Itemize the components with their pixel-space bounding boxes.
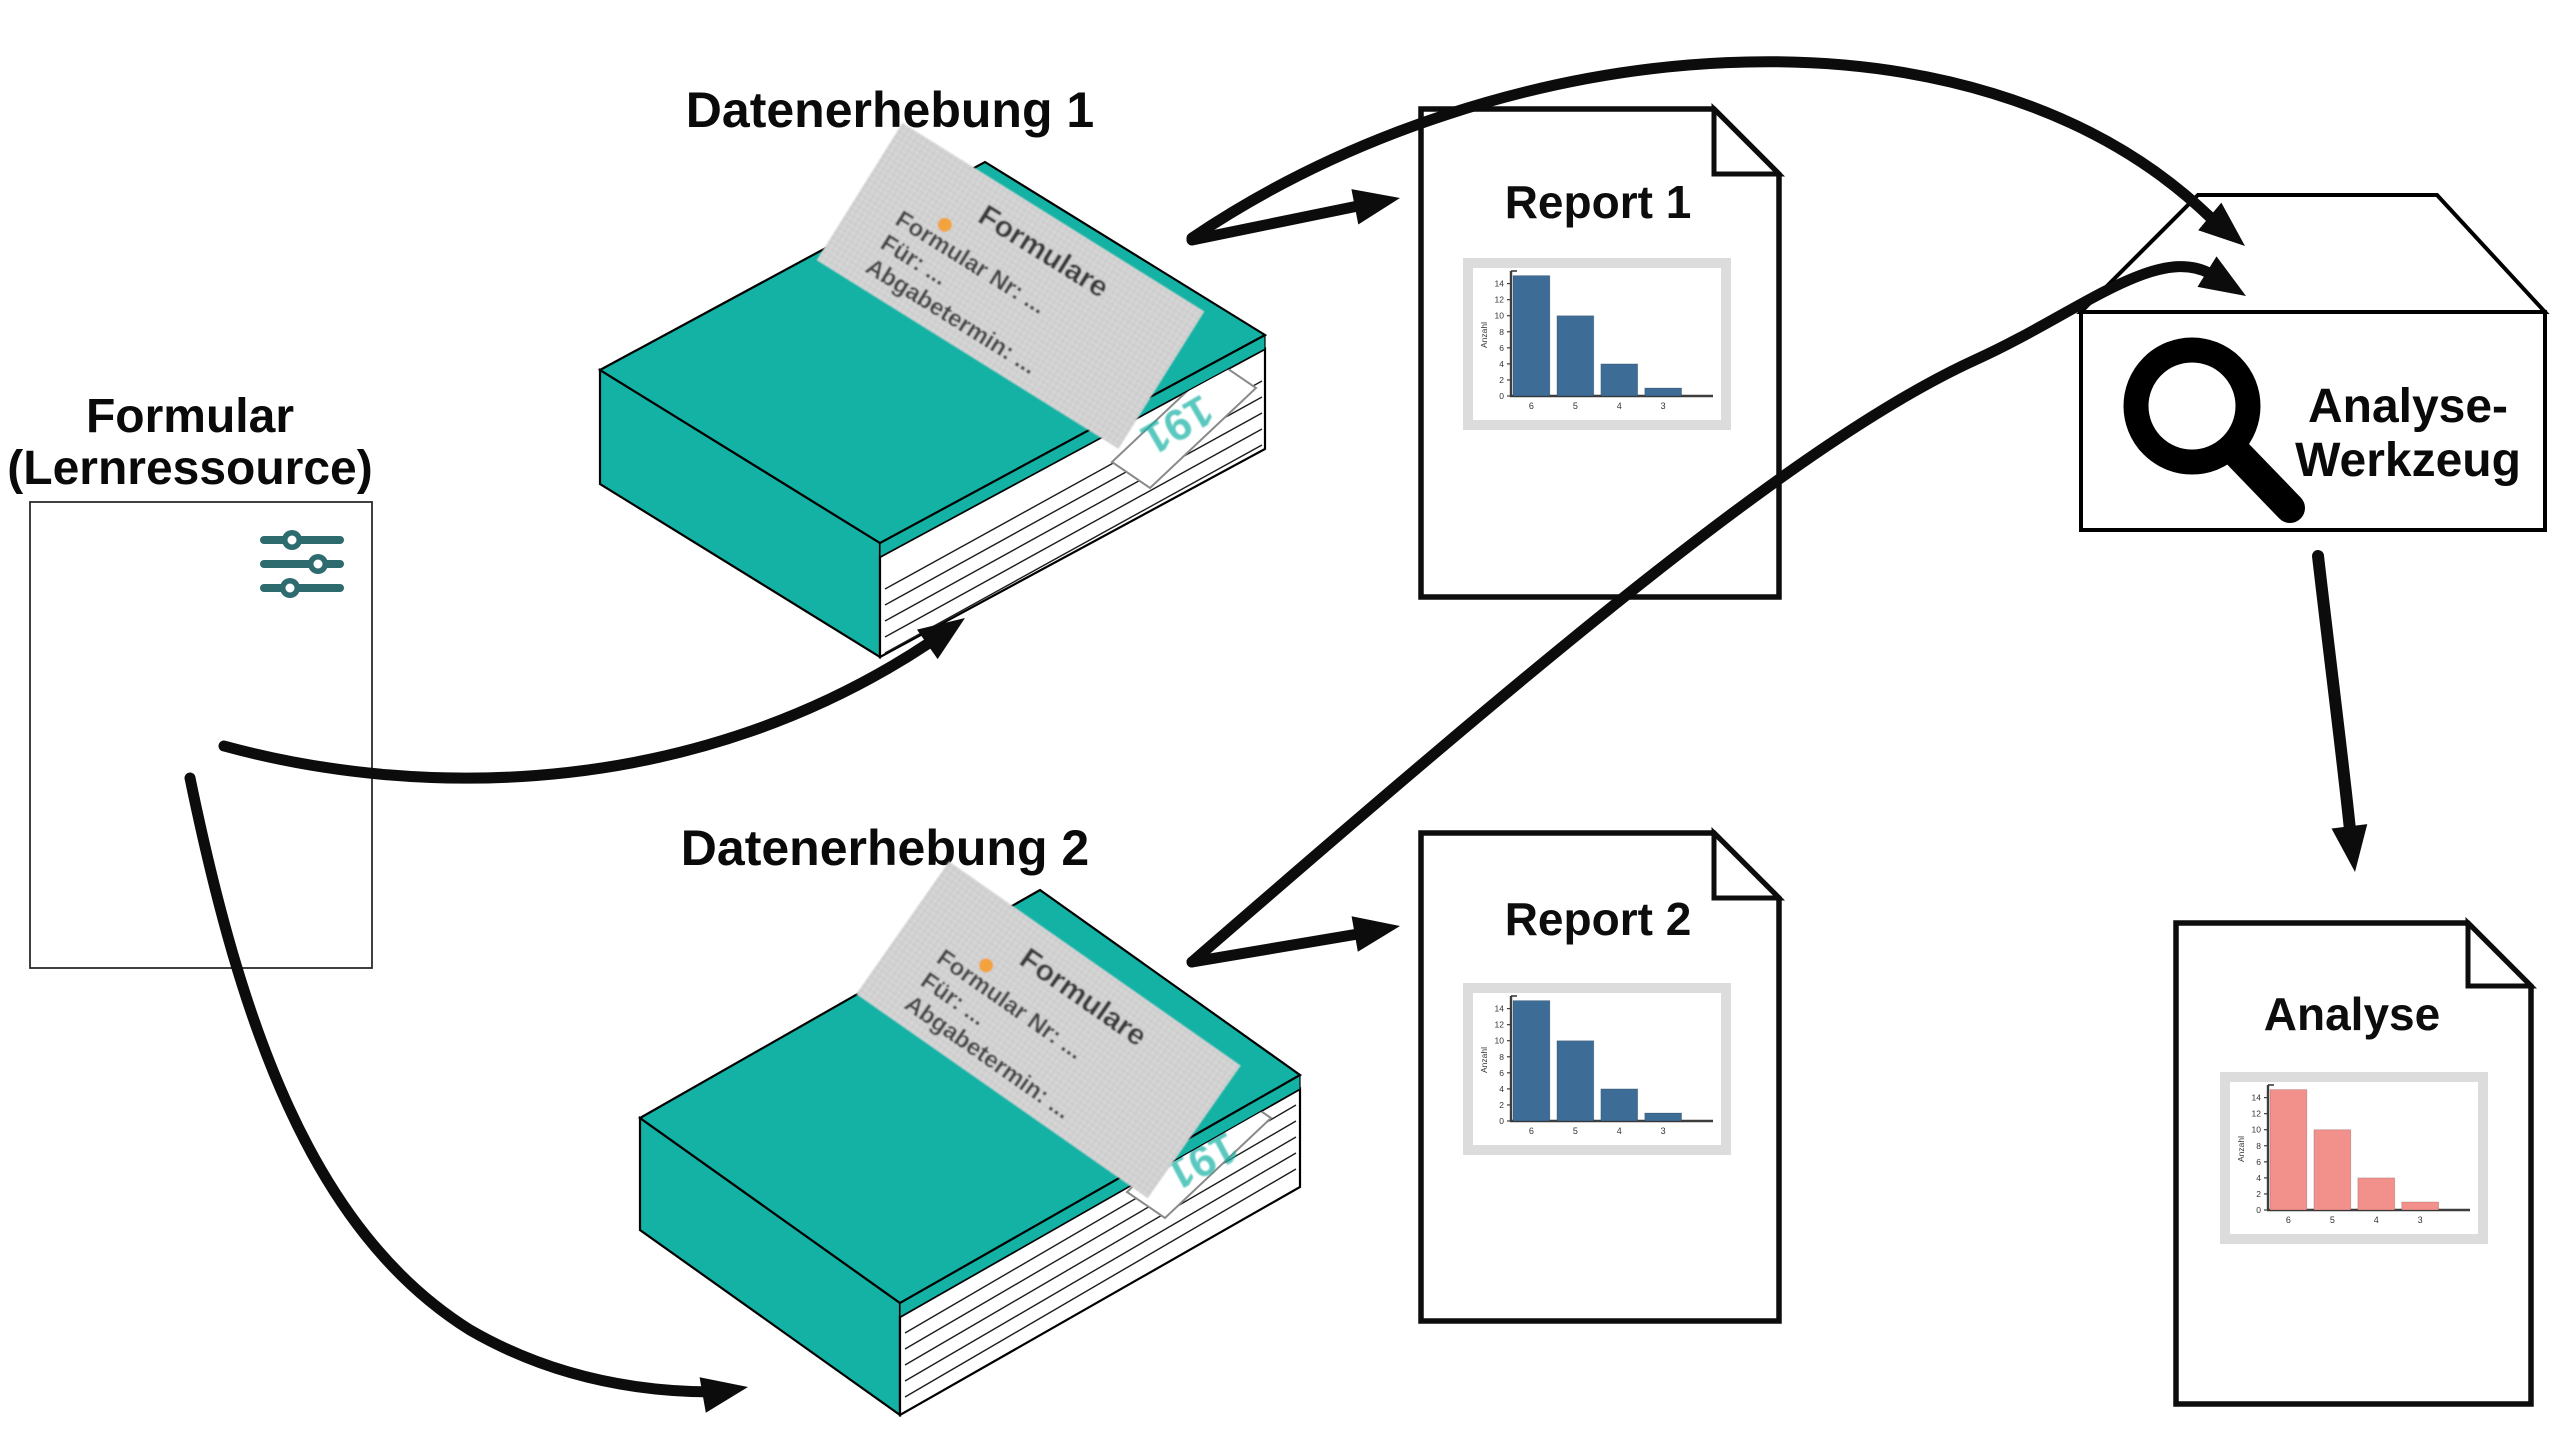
svg-text:14: 14 (1495, 279, 1505, 289)
arrow-datenerhebung1-to-tool (1186, 56, 2217, 244)
dog-ear-icon (1711, 102, 1786, 177)
report2-chart: 0 2 4 6 8 10 12 14 6 5 4 3 Anzahl (1463, 983, 1731, 1155)
svg-text:2: 2 (1499, 375, 1504, 385)
svg-text:6: 6 (2256, 1157, 2261, 1167)
svg-text:0: 0 (1499, 391, 1504, 401)
arrowhead-icon (916, 618, 965, 660)
analysis-doc-title: Analyse (2264, 988, 2440, 1040)
svg-text:4: 4 (2374, 1215, 2379, 1225)
svg-text:4: 4 (1499, 359, 1504, 369)
svg-text:3: 3 (1661, 401, 1666, 411)
svg-text:12: 12 (1495, 1020, 1505, 1030)
svg-text:8: 8 (2256, 1141, 2261, 1151)
svg-text:4: 4 (1617, 401, 1622, 411)
formular-resource: Formular (Lernressource) (7, 390, 373, 969)
formular-box (29, 501, 373, 969)
report2-document: Report 2 0 2 4 6 8 10 12 14 6 5 4 3 Anzahl (1418, 826, 1786, 1324)
svg-text:6: 6 (1499, 343, 1504, 353)
datenerhebung1-book: 191 Formulare Formular Nr: ... Für: ... … (597, 122, 1268, 659)
report1-document: Report 1 0 2 4 6 8 10 12 14 6 5 4 3 Anzahl (1418, 102, 1786, 600)
svg-text:5: 5 (2330, 1215, 2335, 1225)
report1-title: Report 1 (1505, 176, 1692, 228)
arrowhead-icon (2197, 256, 2246, 296)
datenerhebung2-heading: Datenerhebung 2 (681, 820, 1089, 876)
svg-text:4: 4 (1499, 1084, 1504, 1094)
book2-page-edges (904, 1104, 1297, 1398)
magnifier-icon (2123, 337, 2305, 523)
arrowhead-icon (1351, 189, 1400, 225)
book1-loose-sheet (1110, 360, 1258, 490)
arrow-tool-to-analysis (2312, 550, 2356, 836)
svg-text:4: 4 (2256, 1173, 2261, 1183)
tool-box-lid (2076, 193, 2550, 314)
svg-text:Anzahl: Anzahl (1479, 322, 1489, 348)
analysis-tool-box: Analyse- Werkzeug (2076, 193, 2550, 532)
svg-text:6: 6 (2286, 1215, 2291, 1225)
svg-text:5: 5 (1573, 401, 1578, 411)
svg-text:8: 8 (1499, 1052, 1504, 1062)
svg-text:Anzahl: Anzahl (2236, 1136, 2246, 1162)
analysis-tool-title-line2: Werkzeug (2295, 434, 2521, 487)
arrowhead-icon (2198, 202, 2245, 246)
svg-text:4: 4 (1617, 1126, 1622, 1136)
arrow-formular-to-datenerhebung1 (218, 637, 935, 784)
bullet-dot-icon (979, 958, 994, 973)
analysis-tool-title-line1: Analyse- (2308, 380, 2508, 433)
svg-text:0: 0 (2256, 1205, 2261, 1215)
datenerhebung2-book: 191 Formulare Formular Nr: ... Für: ... … (637, 861, 1303, 1418)
svg-text:3: 3 (1661, 1126, 1666, 1136)
arrow-formular-to-datenerhebung2 (184, 772, 721, 1398)
svg-text:12: 12 (2252, 1109, 2262, 1119)
analysis-document: Analyse 0 2 4 6 8 10 12 14 6 5 4 3 Anzahl (2173, 916, 2538, 1407)
svg-text:10: 10 (1495, 311, 1505, 321)
svg-text:2: 2 (2256, 1189, 2261, 1199)
sliders-icon (260, 530, 344, 598)
svg-text:6: 6 (1529, 401, 1534, 411)
report2-title: Report 2 (1505, 893, 1692, 945)
svg-text:10: 10 (2252, 1125, 2262, 1135)
formular-title-line2: (Lernressource) (7, 442, 372, 495)
arrow-datenerhebung2-to-report2 (1186, 928, 1364, 968)
arrow-datenerhebung1-to-report1 (1186, 200, 1364, 246)
svg-text:0: 0 (1499, 1116, 1504, 1126)
svg-text:10: 10 (1495, 1036, 1505, 1046)
svg-text:14: 14 (2252, 1093, 2262, 1103)
analyse-chart: 0 2 4 6 8 10 12 14 6 5 4 3 Anzahl (2220, 1072, 2488, 1244)
svg-text:5: 5 (1573, 1126, 1578, 1136)
svg-text:14: 14 (1495, 1004, 1505, 1014)
arrow-datenerhebung2-to-tool (1186, 261, 2215, 968)
formular-title-line1: Formular (86, 390, 294, 443)
dog-ear-icon (2465, 916, 2538, 989)
report1-chart: 0 2 4 6 8 10 12 14 6 5 4 3 Anzahl (1463, 258, 1731, 430)
dog-ear-icon (1711, 826, 1786, 901)
svg-text:3: 3 (2418, 1215, 2423, 1225)
svg-text:6: 6 (1529, 1126, 1534, 1136)
bullet-dot-icon (937, 217, 952, 232)
arrowhead-icon (699, 1377, 748, 1413)
svg-text:2: 2 (1499, 1100, 1504, 1110)
svg-text:12: 12 (1495, 295, 1505, 305)
arrowhead-icon (2331, 824, 2368, 872)
svg-text:6: 6 (1499, 1068, 1504, 1078)
flow-arrows (184, 56, 2368, 1413)
arrowhead-icon (1351, 916, 1400, 952)
svg-text:Anzahl: Anzahl (1479, 1047, 1489, 1073)
svg-text:8: 8 (1499, 327, 1504, 337)
datenerhebung1-heading: Datenerhebung 1 (686, 82, 1094, 138)
